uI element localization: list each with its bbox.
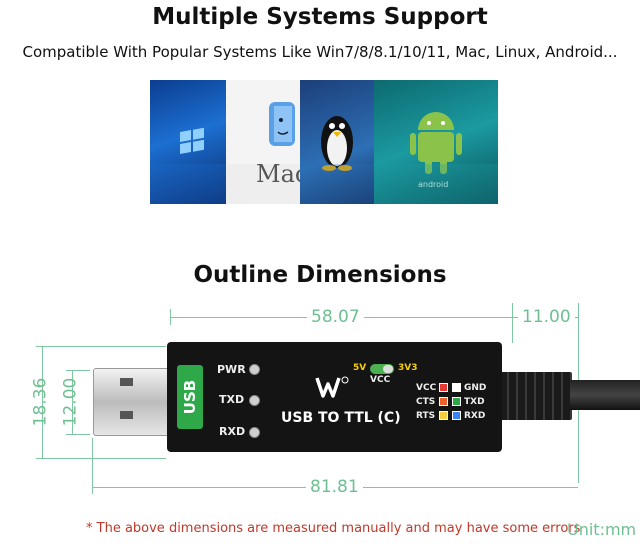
plug-height-value: 12.00 bbox=[60, 377, 81, 427]
outer-height-line bbox=[42, 346, 43, 458]
total-length-value: 81.81 bbox=[306, 477, 363, 497]
voltage-3v3-label: 3V3 bbox=[398, 363, 418, 373]
pin-rxd-color bbox=[452, 411, 461, 420]
led-label-pwr: PWR bbox=[217, 363, 246, 376]
outer-height-value: 18.36 bbox=[30, 377, 51, 427]
body-width-tick-right bbox=[512, 303, 513, 343]
body-width-tick-left bbox=[170, 309, 171, 325]
pin-gnd-color bbox=[452, 383, 461, 392]
windows-reflection bbox=[150, 164, 226, 204]
pin-label-gnd: GND bbox=[464, 383, 487, 393]
usb-plug bbox=[93, 368, 171, 436]
pwr-led-icon bbox=[249, 364, 260, 375]
plug-height-tick-bottom bbox=[66, 434, 90, 435]
rxd-led-icon bbox=[249, 427, 260, 438]
cable-strain-relief bbox=[500, 372, 572, 420]
usb-plug-hole-bottom bbox=[120, 411, 133, 419]
tux-penguin-icon bbox=[321, 116, 353, 171]
usb-plug-hole-top bbox=[120, 378, 133, 386]
android-robot-icon bbox=[410, 112, 462, 174]
voltage-switch-knob bbox=[383, 365, 393, 373]
pin-rts-color bbox=[439, 411, 448, 420]
mac-os-label: Mac OS bbox=[256, 160, 300, 188]
product-name: USB TO TTL (C) bbox=[281, 410, 401, 426]
total-length-tick-left bbox=[92, 438, 93, 494]
measurement-note: * The above dimensions are measured manu… bbox=[86, 521, 581, 536]
section-title-systems: Multiple Systems Support bbox=[152, 4, 488, 30]
voltage-vcc-label: VCC bbox=[370, 375, 391, 385]
voltage-switch[interactable] bbox=[370, 364, 394, 374]
plug-height-line bbox=[72, 370, 73, 434]
led-label-txd: TXD bbox=[219, 393, 245, 406]
android-reflection bbox=[374, 164, 498, 204]
usb-side-badge bbox=[177, 365, 203, 429]
linux-tile bbox=[300, 80, 374, 204]
usb-side-label: USB bbox=[181, 379, 199, 415]
windows-logo-icon bbox=[180, 127, 204, 154]
android-label: android bbox=[418, 180, 449, 189]
pin-txd-color bbox=[452, 397, 461, 406]
mac-reflection bbox=[226, 164, 300, 204]
txd-led-icon bbox=[249, 395, 260, 406]
reflection-fade bbox=[150, 204, 500, 246]
led-label-rxd: RXD bbox=[219, 425, 246, 438]
outer-height-tick-top bbox=[36, 346, 166, 347]
windows-tile bbox=[150, 80, 226, 204]
cable bbox=[570, 380, 640, 410]
unit-label: Unit:mm bbox=[567, 520, 637, 539]
mac-finder-icon bbox=[269, 102, 295, 146]
compatibility-subtitle: Compatible With Popular Systems Like Win… bbox=[22, 43, 618, 61]
pin-label-vcc: VCC bbox=[416, 383, 437, 393]
pin-label-rxd: RXD bbox=[464, 411, 486, 421]
body-width-value: 58.07 bbox=[307, 307, 364, 327]
usb-to-ttl-device: USB PWR TXD RXD 5V 3V3 VCC USB TO TTL (C… bbox=[167, 342, 502, 452]
android-tile: android bbox=[374, 80, 498, 204]
pin-cts-color bbox=[439, 397, 448, 406]
waveshare-logo-icon bbox=[315, 376, 349, 398]
section-title-dimensions: Outline Dimensions bbox=[193, 262, 447, 288]
linux-reflection bbox=[300, 164, 374, 204]
outer-height-tick-bottom bbox=[36, 458, 166, 459]
pin-label-cts: CTS bbox=[416, 397, 436, 407]
plug-height-tick-top bbox=[66, 370, 90, 371]
cable-width-value: 11.00 bbox=[518, 307, 575, 327]
pin-label-rts: RTS bbox=[416, 411, 436, 421]
voltage-5v-label: 5V bbox=[353, 363, 367, 373]
pin-vcc-color bbox=[439, 383, 448, 392]
mac-tile: Mac OS bbox=[226, 80, 300, 204]
pin-label-txd: TXD bbox=[464, 397, 485, 407]
